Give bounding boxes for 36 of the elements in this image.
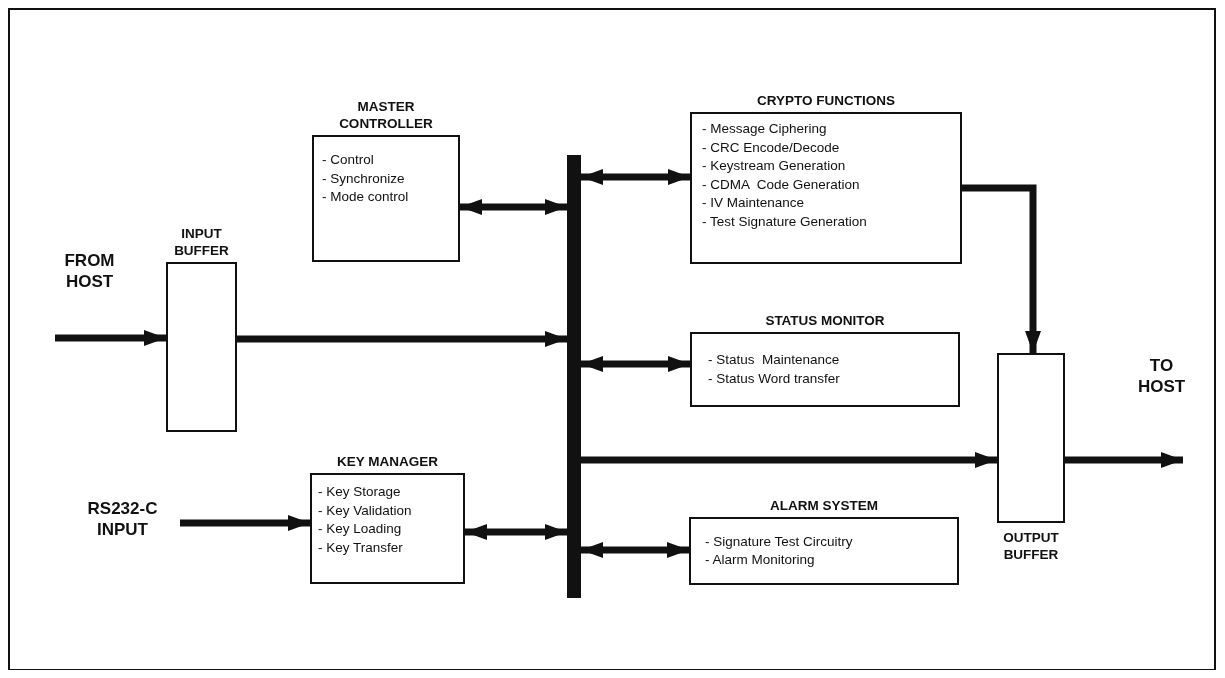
arrow — [581, 356, 690, 372]
arrow — [465, 524, 567, 540]
list-item: - Keystream Generation — [702, 157, 847, 175]
list-item: - IV Maintenance — [702, 194, 806, 212]
list-item: - Key Transfer — [318, 538, 404, 557]
arrow — [962, 184, 1041, 353]
list-item: - CRC Encode/Decode — [702, 138, 841, 157]
arrow — [581, 452, 997, 468]
list-item: - Key Storage — [318, 483, 402, 501]
input-label: RS232-C INPUT — [70, 498, 175, 540]
list-item: - Message Ciphering — [702, 120, 828, 138]
list-item: - Control — [322, 151, 375, 169]
list-item: - Key Validation — [318, 501, 413, 520]
arrow — [237, 331, 567, 347]
block-heading: MASTER CONTROLLER — [338, 98, 434, 132]
block-heading: INPUT BUFFER — [173, 225, 230, 259]
arrow — [581, 169, 690, 185]
block-heading: CRYPTO FUNCTIONS — [757, 92, 895, 109]
list-item: - Status Maintenance — [708, 351, 841, 369]
list-item: - Synchronize — [322, 169, 406, 188]
block-heading: OUTPUT BUFFER — [1002, 529, 1060, 563]
block-heading: ALARM SYSTEM — [770, 497, 878, 514]
list-item: - Mode control — [322, 188, 410, 206]
list-item: - Status Word transfer — [708, 369, 841, 388]
host-label: FROM HOST — [63, 250, 116, 292]
list-item: - Test Signature Generation — [702, 212, 868, 231]
arrow — [460, 199, 567, 215]
block-heading: KEY MANAGER — [337, 453, 438, 470]
host-label: TO HOST — [1136, 355, 1187, 397]
bus-bar — [567, 155, 581, 598]
arrow — [581, 542, 689, 558]
list-item: - Signature Test Circuitry — [705, 532, 854, 551]
block-heading: STATUS MONITOR — [765, 312, 885, 329]
list-item: - CDMA Code Generation — [702, 175, 861, 194]
list-item: - Key Loading — [318, 520, 403, 538]
list-item: - Alarm Monitoring — [705, 551, 816, 569]
